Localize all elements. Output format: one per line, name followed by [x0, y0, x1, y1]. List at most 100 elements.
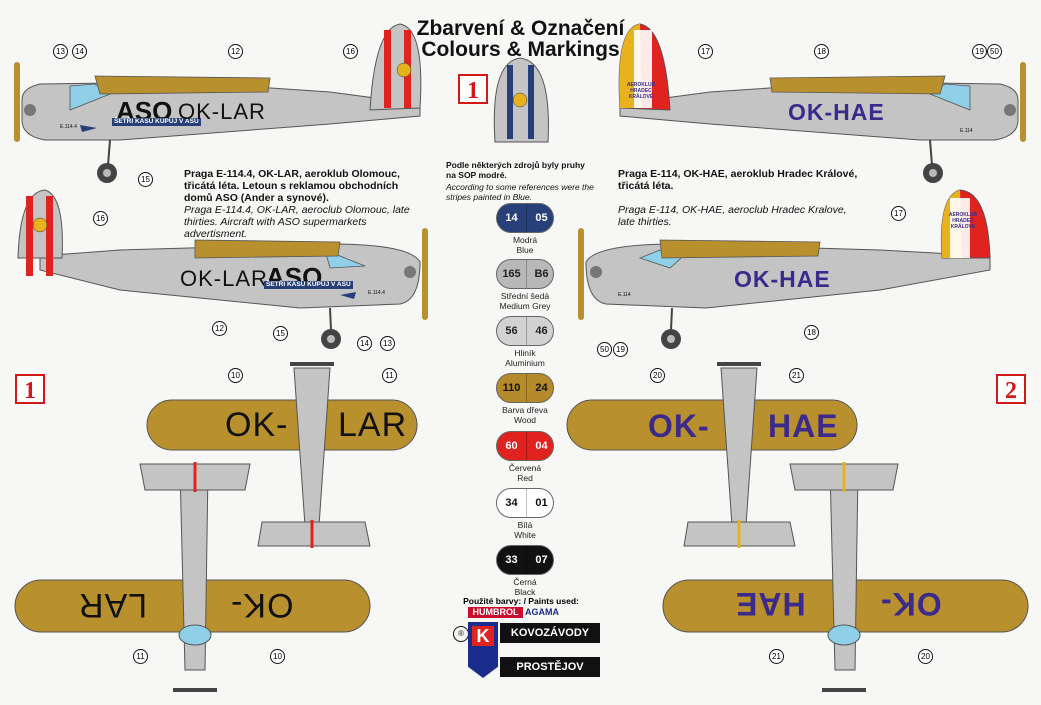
- callout-number: 18: [804, 325, 819, 340]
- scheme2-description-cz: Praga E-114, OK-HAE, aeroklub Hradec Krá…: [618, 168, 858, 192]
- callout-number: 12: [212, 321, 227, 336]
- color-name: Barva dřeva Wood: [502, 405, 548, 425]
- color-code-agama: 46: [526, 317, 553, 345]
- scheme1-badge-top: 1: [458, 74, 488, 104]
- callout-number: 14: [357, 336, 372, 351]
- s1-registration-mid: OK-LAR: [180, 266, 268, 291]
- s2-side-view-mid: [578, 189, 991, 349]
- s1-under-reg-left: LAR: [78, 586, 148, 624]
- s2-tailcode-top: E.114: [960, 128, 973, 134]
- color-code-humbrol: 110: [502, 382, 521, 394]
- callout-number: 21: [789, 368, 804, 383]
- kovozavody-letter: K: [472, 626, 494, 646]
- center-note-cz: Podle některých zdrojů byly pruhy na SOP…: [446, 160, 585, 180]
- color-code-humbrol: 14: [505, 212, 518, 224]
- callout-number: 11: [382, 368, 397, 383]
- color-swatch: 56 46: [496, 316, 554, 346]
- color-name: Červená Red: [508, 463, 542, 483]
- s1-wing-reg-right: LAR: [338, 406, 408, 444]
- s2-top-view: [566, 362, 858, 548]
- s2-registration-mid: OK-HAE: [734, 266, 831, 292]
- s1-under-reg-right: OK-: [230, 586, 294, 624]
- paints-used-label: Použité barvy: / Paints used:: [463, 596, 579, 606]
- color-swatch: 60 04: [496, 431, 554, 461]
- scheme1-description-en: Praga E-114.4, OK-LAR, aeroclub Olomouc,…: [184, 204, 410, 240]
- color-swatch: 110 24: [496, 373, 554, 403]
- color-code-humbrol: 60: [505, 440, 518, 452]
- title-english: Colours & Markings: [421, 38, 620, 61]
- s1-bottom-view: [14, 462, 371, 692]
- color-code-agama: 04: [526, 432, 553, 460]
- callout-number: 10: [228, 368, 243, 383]
- s2-side-view-top: [618, 23, 1026, 183]
- callout-number: 15: [273, 326, 288, 341]
- color-code-agama: 24: [526, 374, 553, 402]
- scheme1-badge: 1: [15, 374, 45, 404]
- color-code-humbrol: 33: [505, 554, 518, 566]
- callout-number: 20: [918, 649, 933, 664]
- color-name: Modrá Blue: [512, 235, 538, 255]
- s2-wing-reg-right: HAE: [768, 408, 839, 444]
- color-swatch: 33 07: [496, 545, 554, 575]
- callout-number: 16: [93, 211, 108, 226]
- s1-banner-top: ŠETŘI KASU KUPUJ V ASU: [112, 118, 201, 126]
- scheme1-description-cz: Praga E-114.4, OK-LAR, aeroklub Olomouc,…: [184, 168, 400, 204]
- callout-number: 15: [138, 172, 153, 187]
- s2-under-reg-right: OK-: [880, 586, 942, 622]
- agama-logo: AGAMA: [525, 607, 559, 617]
- color-code-humbrol: 34: [505, 497, 518, 509]
- color-swatch: 165 B6: [496, 259, 554, 289]
- humbrol-logo: HUMBROL: [468, 607, 523, 618]
- s2-wing-reg-left: OK-: [648, 408, 710, 444]
- callout-number: 12: [228, 44, 243, 59]
- callout-number: 18: [814, 44, 829, 59]
- callout-number: 13: [380, 336, 395, 351]
- color-code-agama: 07: [526, 546, 553, 574]
- color-name: Černá Black: [513, 577, 537, 597]
- color-name: Střední šedá Medium Grey: [499, 291, 551, 311]
- color-code-humbrol: 56: [505, 325, 518, 337]
- scheme2-badge: 2: [996, 374, 1026, 404]
- s1-wing-reg-left: OK-: [225, 406, 289, 444]
- color-name: Bílá White: [514, 520, 536, 540]
- s2-under-reg-left: HAE: [735, 586, 806, 622]
- callout-number: 21: [769, 649, 784, 664]
- scheme2-description-en: Praga E-114, OK-HAE, aeroclub Hradec Kra…: [618, 204, 847, 228]
- callout-number: 10: [270, 649, 285, 664]
- s1-tailcode-mid: E.114.4: [368, 290, 385, 296]
- callout-number: 50: [597, 342, 612, 357]
- color-code-humbrol: 165: [502, 268, 521, 280]
- callout-number: 19: [972, 44, 987, 59]
- color-swatch: 34 01: [496, 488, 554, 518]
- color-name: Hliník Aluminium: [505, 348, 545, 368]
- color-code-agama: 01: [526, 489, 553, 517]
- center-tail-fin: [493, 57, 549, 143]
- callout-number: 16: [343, 44, 358, 59]
- callout-number: 20: [650, 368, 665, 383]
- s1-tailcode-top: E.114.4: [60, 124, 77, 130]
- s2-club-marking-top: AEROKLUB HRADEC KRÁLOVÉ: [626, 82, 656, 100]
- s2-club-marking-mid: AEROKLUB HRADEC KRÁLOVÉ: [948, 212, 978, 230]
- callout-number: 11: [133, 649, 148, 664]
- s2-bottom-view: [662, 462, 1029, 692]
- prostejov-text: PROSTĚJOV: [500, 657, 600, 677]
- registered-mark: ®: [453, 626, 469, 642]
- callout-number: 17: [698, 44, 713, 59]
- callout-number: 17: [891, 206, 906, 221]
- color-code-agama: 05: [526, 204, 553, 232]
- title-czech: Zbarvení & Označení: [416, 17, 625, 40]
- color-swatch: 14 05: [496, 203, 554, 233]
- kovozavody-logo-mark: K: [468, 622, 498, 678]
- s2-registration-top: OK-HAE: [788, 99, 885, 125]
- s1-registration-top: OK-LAR: [178, 99, 266, 124]
- s2-tailcode-mid: E.114: [618, 292, 631, 298]
- callout-number: 13: [53, 44, 68, 59]
- center-note-en: According to some references were the st…: [446, 182, 594, 202]
- kovozavody-text: KOVOZÁVODY: [500, 623, 600, 643]
- s1-side-view-mid: [17, 189, 428, 349]
- callout-number: 14: [72, 44, 87, 59]
- s1-side-view-top: [14, 23, 422, 183]
- color-code-agama: B6: [526, 260, 553, 288]
